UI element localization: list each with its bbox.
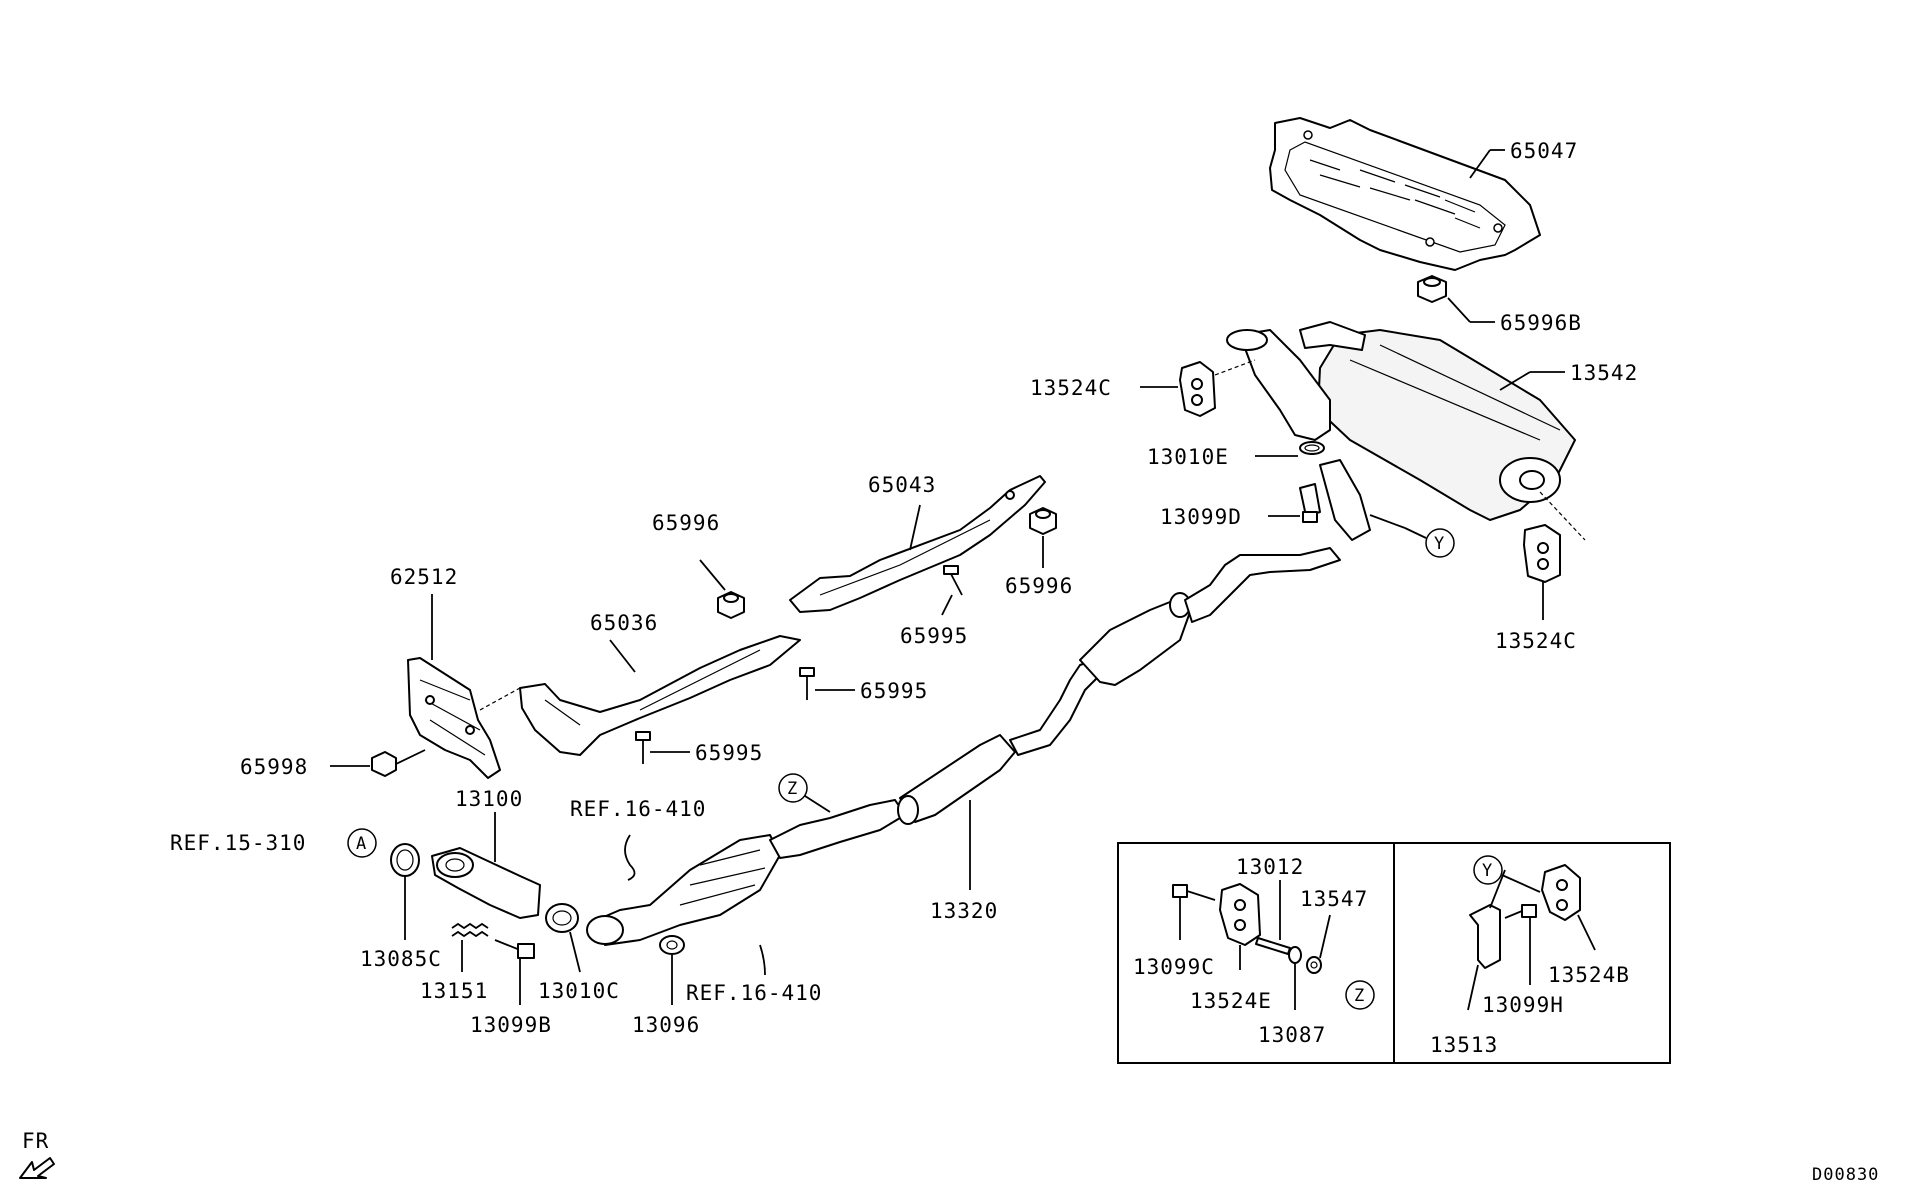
spring-13151: [451, 922, 489, 938]
label-13099B: 13099B: [470, 1013, 552, 1037]
hanger-13524C-bottom: [1523, 524, 1561, 583]
callout-Z-main: Z: [778, 773, 808, 803]
label-13099C: 13099C: [1133, 955, 1215, 979]
callout-Y-main-text: Y: [1434, 534, 1445, 554]
gasket-13010E: [1299, 441, 1325, 455]
label-65036: 65036: [590, 611, 658, 635]
label-65043: 65043: [868, 473, 936, 497]
label-65996B: 65996B: [1500, 311, 1582, 335]
diagram-code: D00830: [1812, 1165, 1879, 1185]
label-ref-16-410-bottom: REF.16-410: [686, 981, 822, 1005]
label-13085C: 13085C: [360, 947, 442, 971]
callout-A-text: A: [356, 834, 367, 854]
label-65995-a: 65995: [900, 624, 968, 648]
label-13099D: 13099D: [1160, 505, 1242, 529]
nut-65996-b: [1029, 507, 1057, 535]
nut-65996-a: [717, 591, 745, 619]
hanger-13524B: [1541, 864, 1581, 921]
bracket-62512: [407, 657, 501, 779]
label-13010E: 13010E: [1147, 445, 1229, 469]
heat-protector-65036: [519, 635, 801, 756]
callout-Z-inset: Z: [1345, 980, 1375, 1010]
label-65995-c: 65995: [695, 741, 763, 765]
bolt-65995-c: [635, 731, 651, 764]
bracket-13513: [1469, 869, 1506, 969]
label-ref-15-310: REF.15-310: [170, 831, 306, 855]
label-65996-b: 65996: [1005, 574, 1073, 598]
bolt-65995-a: [943, 565, 963, 596]
washer-13087: [1288, 946, 1302, 964]
label-ref-16-410-top: REF.16-410: [570, 797, 706, 821]
label-13524C-bottom: 13524C: [1495, 629, 1577, 653]
front-exhaust-pipe-13100: [431, 847, 541, 919]
label-13513: 13513: [1430, 1033, 1498, 1057]
label-13320: 13320: [930, 899, 998, 923]
front-marker-text: FR: [22, 1129, 49, 1153]
gasket-13010C: [545, 903, 579, 933]
washer-13547: [1306, 956, 1322, 974]
label-13010C: 13010C: [538, 979, 620, 1003]
label-65995-b: 65995: [860, 679, 928, 703]
bolt-13099B: [494, 939, 535, 959]
label-65996-a: 65996: [652, 511, 720, 535]
label-13542: 13542: [1570, 361, 1638, 385]
heat-protector-65047: [1269, 117, 1541, 271]
hanger-13524C-top: [1179, 361, 1216, 417]
label-65047: 65047: [1510, 139, 1578, 163]
nut-65996B: [1417, 275, 1447, 303]
label-13012: 13012: [1236, 855, 1304, 879]
label-13524C-top: 13524C: [1030, 376, 1112, 400]
label-13524E: 13524E: [1190, 989, 1272, 1013]
callout-Y-inset: Y: [1473, 855, 1503, 885]
label-13524B: 13524B: [1548, 963, 1630, 987]
label-62512: 62512: [390, 565, 458, 589]
nut-13096: [659, 935, 685, 955]
label-13099H: 13099H: [1482, 993, 1564, 1017]
hanger-13524E: [1219, 883, 1261, 946]
catalytic-converter: [586, 799, 906, 946]
front-arrow-icon: [19, 1157, 55, 1179]
pipe-hanger-bracket: [1319, 459, 1371, 541]
label-13151: 13151: [420, 979, 488, 1003]
front-direction-indicator: FR: [19, 1129, 55, 1179]
callout-Y-main: Y: [1425, 528, 1455, 558]
bolt-13099D: [1299, 483, 1321, 523]
label-13100: 13100: [455, 787, 523, 811]
callout-A: A: [347, 828, 377, 858]
callout-Z-main-text: Z: [787, 779, 798, 799]
callout-Z-inset-text: Z: [1354, 986, 1365, 1006]
heat-protector-65043: [789, 475, 1046, 613]
main-muffler-13542: [1226, 321, 1576, 521]
callout-Y-inset-text: Y: [1482, 861, 1493, 881]
label-13096: 13096: [632, 1013, 700, 1037]
label-65998: 65998: [240, 755, 308, 779]
bolt-65995-b: [799, 667, 815, 700]
label-13087: 13087: [1258, 1023, 1326, 1047]
gasket-13085C: [390, 843, 420, 877]
bolt-65998: [371, 749, 426, 777]
pin-13012: [1255, 937, 1291, 955]
bolt-13099H: [1504, 904, 1537, 919]
center-exhaust-pipe-13320: [897, 547, 1341, 825]
label-13547: 13547: [1300, 887, 1368, 911]
detail-inset-box: [1117, 842, 1671, 1064]
